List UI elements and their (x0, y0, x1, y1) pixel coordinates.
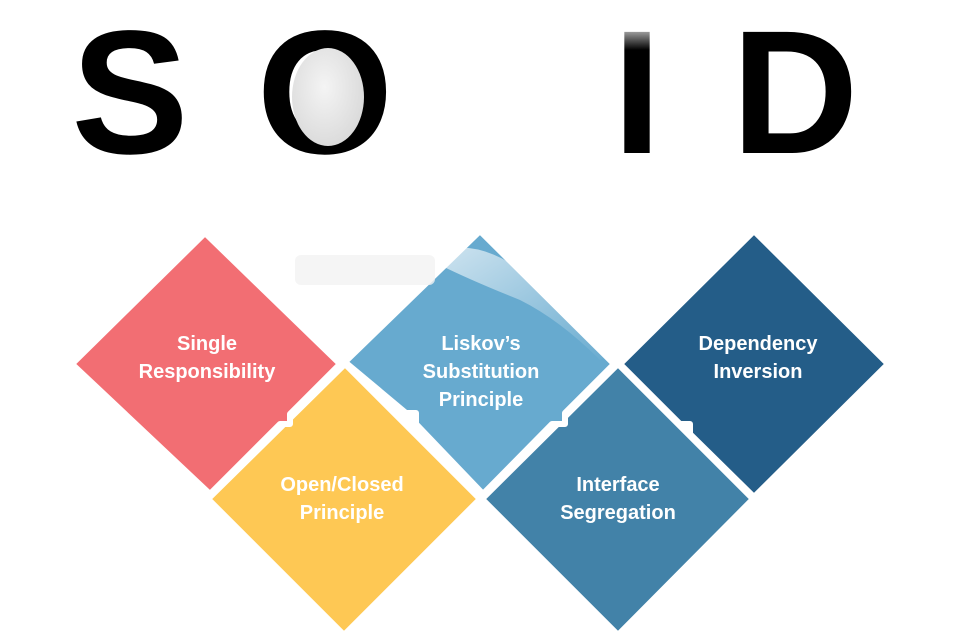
title-letter-d: D (731, 0, 859, 191)
title-letter-s: S (71, 0, 189, 191)
letter-i-fade (600, 20, 670, 50)
faded-patch (295, 255, 435, 285)
diamond-liskov-substitution (342, 228, 617, 497)
label-interface-segregation: Interface Segregation (560, 474, 676, 524)
label-dependency-inversion: Dependency Inversion (698, 333, 818, 383)
label-liskov-substitution: Liskov’s Substitution Principle (422, 333, 540, 411)
label-single-responsibility: Single Responsibility (138, 333, 276, 383)
diamond-dependency-inversion (617, 228, 891, 500)
label-open-closed: Open/Closed Principle (280, 474, 404, 524)
glare-smudge (440, 247, 615, 360)
diamond-single-responsibility (69, 230, 343, 497)
